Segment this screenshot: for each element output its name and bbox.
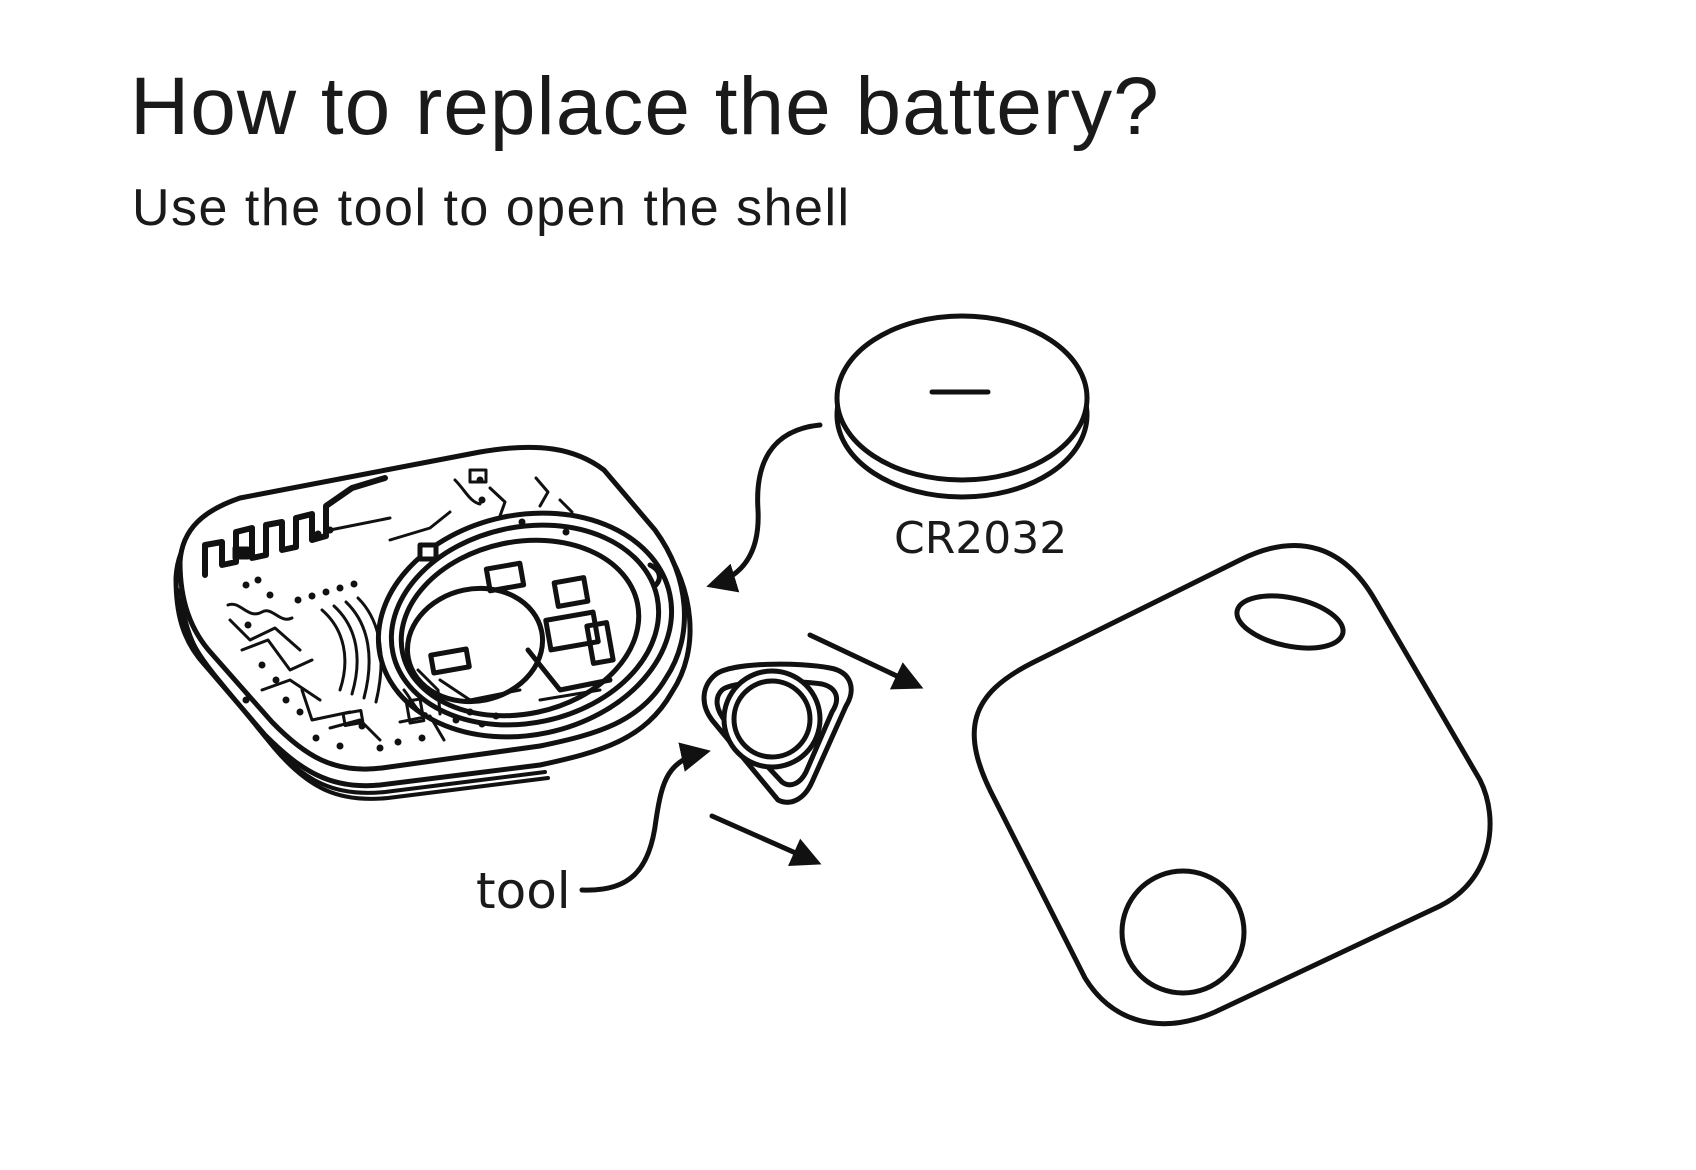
- tool-icon: [701, 661, 854, 805]
- separation-arrow-bottom: [709, 813, 822, 867]
- battery-insert-arrow: [706, 422, 823, 593]
- shell-icon: [971, 543, 1493, 1027]
- tool-pointer-arrow: [579, 742, 711, 893]
- separation-arrow-top: [807, 632, 924, 690]
- battery-icon: [834, 313, 1090, 500]
- battery-label: CR2032: [894, 513, 1067, 564]
- tracker-icon: [173, 444, 693, 801]
- page-title: How to replace the battery?: [130, 61, 1160, 152]
- page-subtitle: Use the tool to open the shell: [132, 179, 851, 237]
- tool-label: tool: [476, 862, 571, 920]
